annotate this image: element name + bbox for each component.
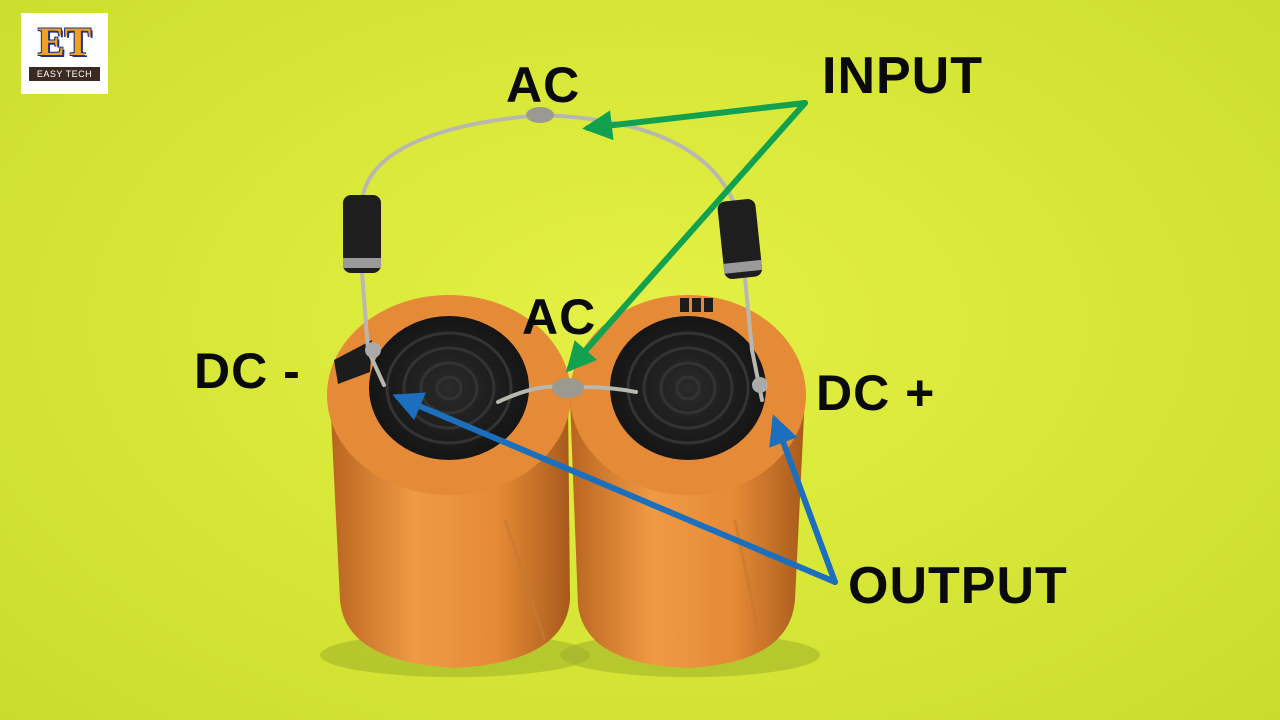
input-label: INPUT (822, 47, 983, 105)
output-label: OUTPUT (848, 557, 1068, 615)
dc-plus-label: DC + (816, 365, 936, 421)
ac-junction-mid (552, 378, 584, 398)
diode-left (343, 195, 381, 273)
ac-junction-top (526, 107, 554, 123)
input-arrow-top (582, 100, 808, 141)
input-arrows (566, 100, 808, 373)
input-arrow-mid (566, 100, 808, 373)
solder-right (752, 377, 768, 393)
ac-top-label: AC (506, 57, 581, 113)
diode-right (717, 199, 763, 279)
channel-logo: ET EASY TECH (21, 13, 108, 94)
capacitor-left (327, 295, 571, 668)
solder-left (365, 342, 381, 358)
output-arrows (392, 392, 838, 585)
dc-minus-label: DC - (194, 343, 301, 399)
logo-subtitle: EASY TECH (29, 67, 100, 81)
ac-mid-label: AC (522, 289, 597, 345)
output-arrow-left (392, 392, 838, 585)
logo-mark: ET (37, 19, 92, 64)
output-arrow-right (769, 414, 838, 585)
capacitor-right (570, 295, 806, 668)
